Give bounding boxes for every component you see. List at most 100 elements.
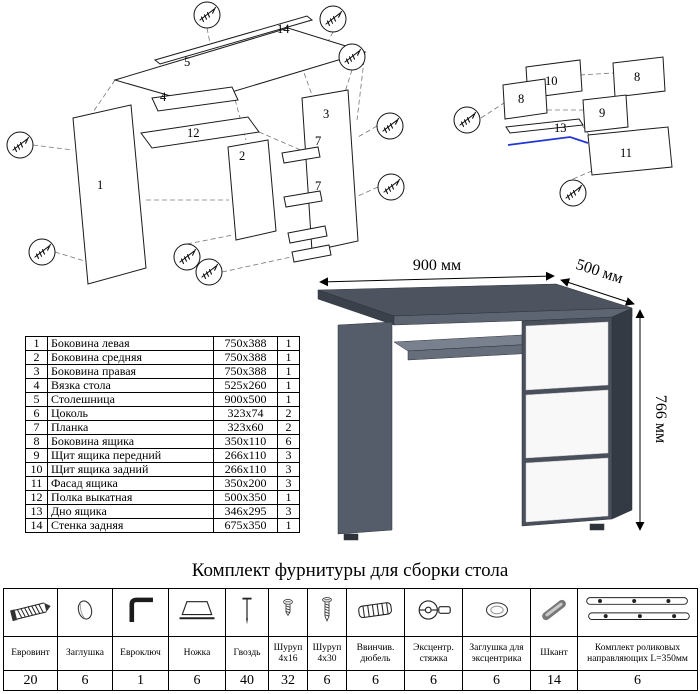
part-name: Стенка задняя (47, 518, 214, 533)
part-number: 14 (25, 518, 48, 533)
parts-table: 1 Боковина левая 750x388 1 2 Боковина ср… (25, 336, 300, 533)
part-left-side (72, 104, 147, 285)
foot-icon (179, 601, 215, 620)
part-plinth-2 (291, 244, 332, 263)
part-plinth-1 (287, 225, 328, 244)
hardware-icon-cell (404, 588, 463, 637)
part-qty: 6 (277, 434, 300, 449)
parts-table-row: 12 Полка выкатная 500x350 1 (25, 490, 300, 505)
part-qty: 3 (277, 448, 300, 463)
parts-table-row: 9 Щит ящика передний 266x110 3 (25, 448, 300, 463)
dim-depth-label: 500 мм (574, 256, 625, 287)
desk-body (317, 283, 633, 541)
hardware-icon-cell (112, 588, 169, 637)
desk-exploded-diagram: 14 5 1 4 12 2 3 7 7 (6, 1, 405, 286)
part-name: Вязка стола (47, 378, 214, 393)
hardware-icon-cell (530, 588, 578, 637)
hex-key-icon (129, 597, 153, 622)
hardware-label: Ввинчив. дюбель (346, 636, 405, 671)
parts-table-row: 10 Щит ящика задний 266x110 3 (25, 462, 300, 477)
parts-table-row: 14 Стенка задняя 675x350 1 (25, 518, 300, 533)
hardware-label: Заглушка (57, 636, 113, 671)
fastener-callouts (453, 106, 587, 207)
part-name: Фасад ящика (47, 476, 214, 491)
part-middle-side (227, 139, 277, 241)
dim-height-label: 766 мм (652, 395, 669, 443)
fastener-callouts (6, 1, 405, 286)
part-label-2: 2 (239, 149, 245, 163)
desk-left-leg (337, 321, 393, 535)
part-qty: 1 (277, 392, 300, 407)
hardware-qty: 6 (168, 670, 226, 691)
hardware-icon-cell (57, 588, 113, 637)
parts-table-row: 4 Вязка стола 525x260 1 (25, 378, 300, 393)
hardware-label: Евроключ (112, 636, 169, 671)
drawer-parts (502, 56, 673, 176)
part-rollout-shelf (140, 116, 260, 149)
part-number: 4 (25, 378, 48, 393)
part-number: 5 (25, 392, 48, 407)
hardware-qty: 32 (268, 670, 308, 691)
part-number: 1 (25, 336, 48, 351)
part-name: Щит ящика задний (47, 462, 214, 477)
part-label-14: 14 (277, 22, 290, 36)
part-number: 11 (25, 476, 48, 491)
hardware-qty: 6 (404, 670, 463, 691)
part-label-8a: 8 (634, 70, 640, 84)
cap-icon (77, 600, 93, 620)
hardware-label-row: Евровинт Заглушка Евроключ Ножка Гвоздь … (3, 636, 698, 671)
part-drawer-side-left (502, 78, 548, 120)
hardware-label: Комплект роликовых направляющих L=350мм (577, 636, 698, 671)
part-number: 3 (25, 364, 48, 379)
part-number: 6 (25, 406, 48, 421)
cam-cap-icon (485, 602, 508, 618)
part-back-wall (153, 15, 314, 65)
parts-table-row: 3 Боковина правая 750x388 1 (25, 364, 300, 379)
part-name: Боковина правая (47, 364, 214, 379)
part-label-1: 1 (97, 178, 103, 192)
part-label-5: 5 (184, 55, 190, 69)
screw-long-icon (322, 597, 332, 622)
wood-dowel-icon (542, 599, 566, 621)
hardware-label: Заглушка для эксцентрика (462, 636, 531, 671)
hardware-icon-cell (225, 588, 269, 637)
hardware-label: Гвоздь (225, 636, 269, 671)
parts-table-row: 7 Планка 323x60 2 (25, 420, 300, 435)
part-label-12: 12 (187, 126, 200, 140)
part-label-3: 3 (323, 107, 329, 121)
part-qty: 1 (277, 364, 300, 379)
part-qty: 2 (277, 420, 300, 435)
cam-lock-icon (418, 600, 451, 620)
hardware-label: Евровинт (3, 636, 58, 671)
part-size: 346x295 (213, 504, 278, 519)
drawer-slides-icon (585, 597, 690, 620)
part-number-labels: 14 5 1 4 12 2 3 7 7 (97, 22, 329, 193)
part-number: 7 (25, 420, 48, 435)
hardware-qty: 14 (530, 670, 578, 691)
part-qty: 3 (277, 504, 300, 519)
part-size: 350x200 (213, 476, 278, 491)
part-size: 750x388 (213, 364, 278, 379)
cabinet-right-side (611, 307, 633, 520)
part-qty: 3 (277, 462, 300, 477)
hardware-icon-cell (577, 588, 698, 637)
part-number: 9 (25, 448, 48, 463)
part-qty: 1 (277, 518, 300, 533)
hardware-qty: 20 (3, 670, 58, 691)
drawer-front-2 (525, 389, 609, 459)
nail-icon (242, 597, 252, 625)
drawer-front-1 (525, 321, 609, 391)
hardware-qty: 6 (307, 670, 347, 691)
part-name: Боковина средняя (47, 350, 214, 365)
hardware-qty: 6 (462, 670, 531, 691)
part-name: Боковина ящика (47, 434, 214, 449)
part-label-9: 9 (599, 106, 605, 120)
parts-table-row: 8 Боковина ящика 350x110 6 (25, 434, 300, 449)
hardware-icon-cell (346, 588, 405, 637)
hardware-table: Евровинт Заглушка Евроключ Ножка Гвоздь … (3, 588, 698, 691)
part-drawer-front (582, 94, 629, 133)
parts-table-row: 6 Цоколь 323x74 2 (25, 406, 300, 421)
part-plank-1 (281, 146, 321, 164)
hardware-icon-cell (168, 588, 226, 637)
